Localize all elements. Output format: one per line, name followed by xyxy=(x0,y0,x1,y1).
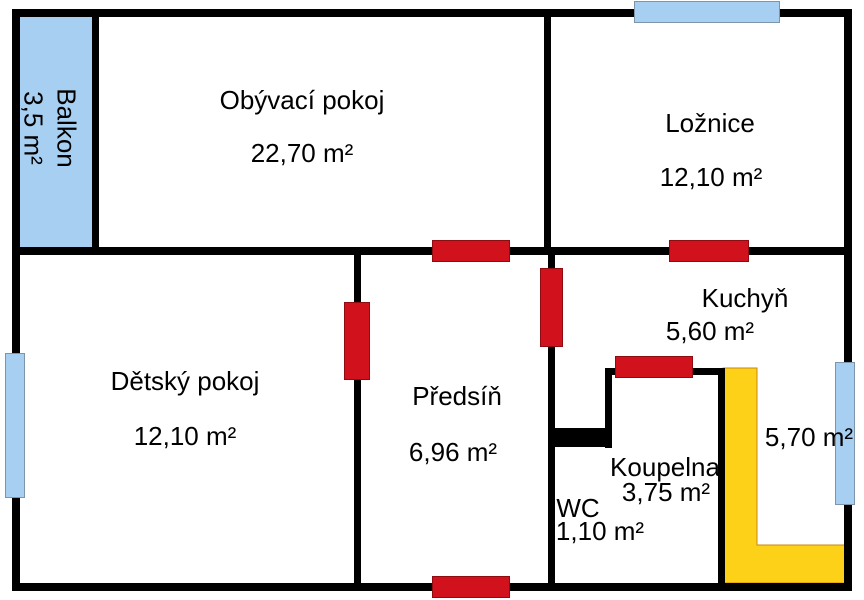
bedroom-door xyxy=(669,240,749,262)
room-area-loznice: 12,10 m² xyxy=(659,162,763,192)
room-area-predsin: 6,96 m² xyxy=(408,437,498,467)
room-area-detsky-pokoj: 12,10 m² xyxy=(133,421,237,451)
room-name-kuchyn: Kuchyň xyxy=(701,283,789,313)
room-name-wc: WC xyxy=(556,493,600,523)
room-area-koupelna: 3,75 m² xyxy=(621,477,711,507)
kitchen-window xyxy=(835,362,855,505)
children-room-window xyxy=(5,353,25,498)
room-name-koupelna: Koupelna xyxy=(610,452,720,482)
living-room-door xyxy=(432,240,510,262)
wall-balcony-divider xyxy=(92,9,99,255)
room-area-kuchyn: 5,60 m² xyxy=(665,316,755,346)
wall-hall-kitchen xyxy=(548,247,555,591)
room-name-detsky-pokoj: Dětský pokoj xyxy=(110,366,260,396)
room-area-obyvaci-pokoj: 22,70 m² xyxy=(250,138,354,168)
room-name-obyvaci-pokoj: Obývací pokoj xyxy=(219,85,385,115)
bathroom-door xyxy=(615,356,693,378)
wall-living-bedroom xyxy=(544,9,551,255)
entrance-door xyxy=(432,576,510,598)
wall-bathroom-right xyxy=(718,368,725,591)
room-area-balkon: 3,5 m² xyxy=(19,91,49,165)
room-name-loznice: Ložnice xyxy=(665,108,755,138)
wall-bathroom-left xyxy=(605,368,612,448)
wall-outer-top xyxy=(12,9,852,17)
bedroom-window xyxy=(634,1,780,23)
wall-outer-left xyxy=(12,9,20,591)
wall-outer-right xyxy=(844,9,852,591)
room-name-predsin: Předsíň xyxy=(412,381,502,411)
kitchen-door xyxy=(540,268,563,347)
room-area-wc: 1,10 m² xyxy=(555,516,645,546)
children-room-door xyxy=(344,302,370,380)
room-area-kout: 5,70 m² xyxy=(764,422,854,452)
kitchen-unit-shape xyxy=(722,367,847,584)
wall-children-hall xyxy=(354,247,361,591)
wall-wc-thick-bar xyxy=(551,428,612,447)
balcony-area xyxy=(14,12,95,250)
room-name-balkon: Balkon xyxy=(51,88,82,168)
